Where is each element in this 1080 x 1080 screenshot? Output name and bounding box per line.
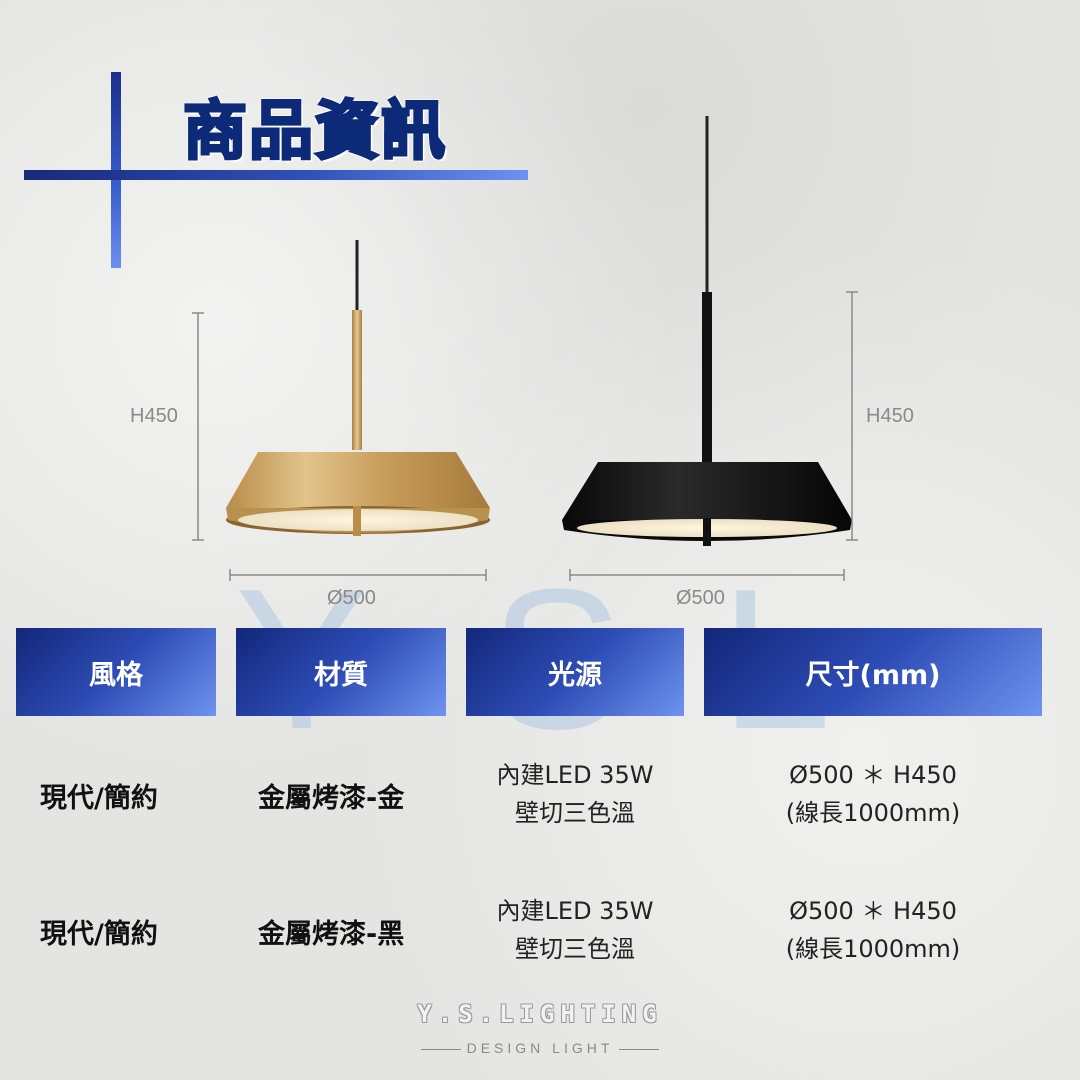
header-style: 風格 <box>16 628 216 716</box>
row1-size-line2: (線長1000mm) <box>785 799 961 827</box>
page-title: 商品資訊 <box>182 94 447 171</box>
gold-pendant-lamp <box>226 240 490 536</box>
header-light-source: 光源 <box>466 628 684 716</box>
product-illustrations <box>192 116 858 581</box>
dimension-lines <box>192 291 858 581</box>
row2-style: 現代/簡約 <box>40 919 158 950</box>
row2-size-line2: (線長1000mm) <box>785 935 961 963</box>
row2-size-line1: Ø500 ＊ H450 <box>789 897 957 925</box>
tagline-dash-right <box>619 1048 660 1050</box>
header-size: 尺寸(mm) <box>704 628 1042 716</box>
black-diameter-label: Ø500 <box>676 587 725 609</box>
black-height-label: H450 <box>866 405 914 427</box>
row2-light: 內建LED 35W 壁切三色溫 <box>466 892 684 968</box>
brand-logo-text: Y.S.LIGHTING <box>417 1000 663 1028</box>
gold-height-label: H450 <box>130 405 178 427</box>
row2-light-line1: 內建LED 35W <box>496 897 654 925</box>
row1-material: 金屬烤漆-金 <box>258 783 405 814</box>
header-material: 材質 <box>236 628 446 716</box>
tagline-text: DESIGN LIGHT <box>466 1040 614 1056</box>
row1-size: Ø500 ＊ H450 (線長1000mm) <box>704 756 1042 832</box>
brand-tagline: DESIGN LIGHT <box>0 1040 1080 1056</box>
row1-size-line1: Ø500 ＊ H450 <box>789 761 957 789</box>
gold-diameter-label: Ø500 <box>327 587 376 609</box>
black-pendant-lamp <box>562 116 852 546</box>
row1-style: 現代/簡約 <box>40 783 158 814</box>
row1-light: 內建LED 35W 壁切三色溫 <box>466 756 684 832</box>
row1-light-line2: 壁切三色溫 <box>515 799 635 827</box>
row2-size: Ø500 ＊ H450 (線長1000mm) <box>704 892 1042 968</box>
title-horizontal-bar <box>24 170 528 180</box>
row2-light-line2: 壁切三色溫 <box>515 935 635 963</box>
row2-material: 金屬烤漆-黑 <box>258 919 405 950</box>
tagline-dash-left <box>420 1048 461 1050</box>
row1-light-line1: 內建LED 35W <box>496 761 654 789</box>
